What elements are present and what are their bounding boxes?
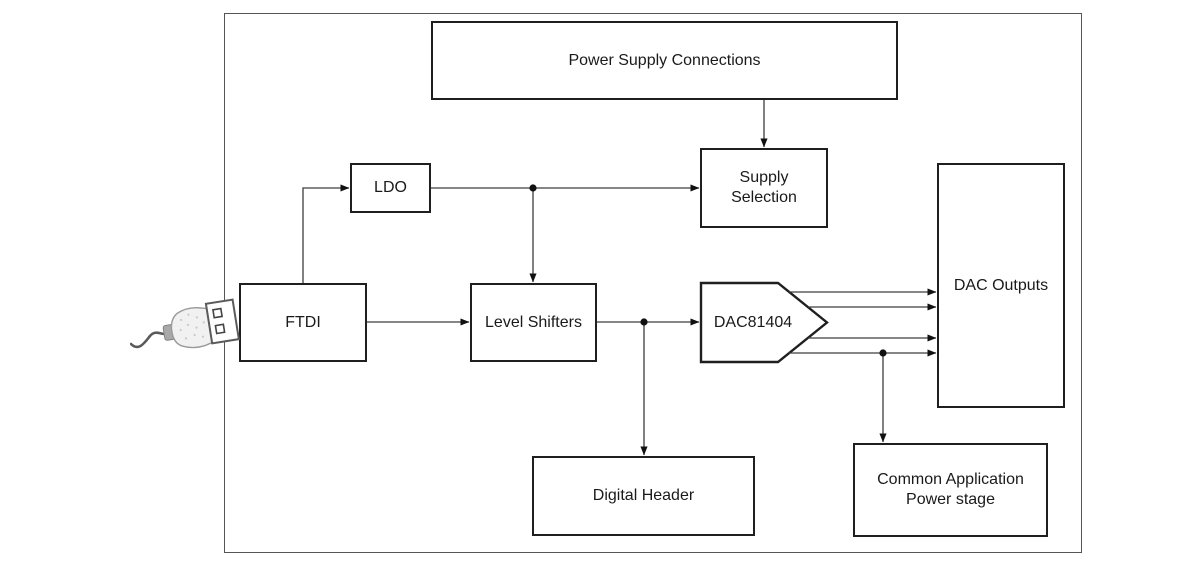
- node-label: Level Shifters: [485, 313, 582, 331]
- node-label: Power Supply Connections: [568, 51, 761, 69]
- node-label: Common Application Power stage: [877, 471, 1024, 508]
- wire-ftdi-to-ldo: [302, 184, 350, 283]
- node-label: Supply Selection: [731, 169, 797, 206]
- node-common-application-power-stage: Common Application Power stage: [853, 443, 1048, 537]
- node-label: DAC Outputs: [953, 276, 1049, 294]
- dac81404-pentagon: [699, 281, 829, 364]
- junction-dot-ldo-line: [529, 184, 537, 192]
- board-boundary: [224, 13, 1082, 553]
- node-power-supply-connections: Power Supply Connections: [431, 21, 898, 100]
- node-label: LDO: [374, 179, 407, 196]
- node-ldo: LDO: [350, 163, 431, 213]
- node-dac81404-label: DAC81404: [703, 283, 803, 362]
- node-label: Digital Header: [592, 487, 695, 504]
- junction-dot-spi-line: [640, 318, 648, 326]
- node-label: FTDI: [285, 313, 321, 331]
- node-dac-outputs: DAC Outputs: [937, 163, 1065, 408]
- node-supply-selection: Supply Selection: [700, 148, 828, 228]
- node-ftdi: FTDI: [239, 283, 367, 362]
- node-label: DAC81404: [713, 313, 793, 331]
- junction-dot-output-line: [879, 349, 887, 357]
- usb-plug-icon: [130, 298, 240, 349]
- node-digital-header: Digital Header: [532, 456, 755, 536]
- node-level-shifters: Level Shifters: [470, 283, 597, 362]
